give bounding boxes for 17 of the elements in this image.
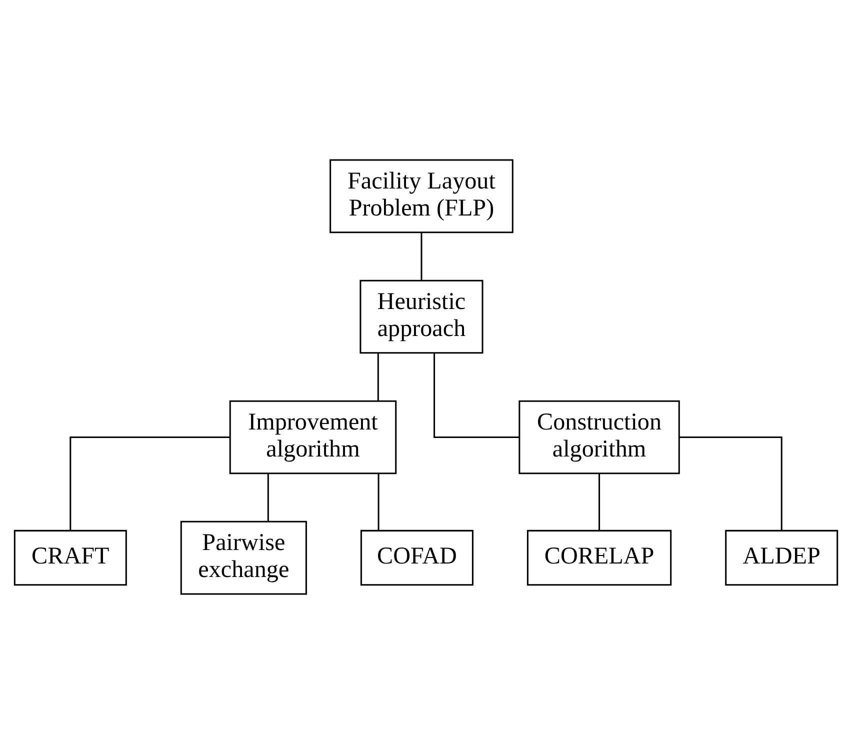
connector (70, 436, 230, 530)
node-box: CRAFT (14, 529, 127, 586)
node-box: Heuristic approach (360, 279, 484, 354)
node-box: COFAD (360, 529, 474, 586)
node-box: Improvement algorithm (229, 400, 397, 474)
connector (378, 472, 380, 530)
connector (598, 472, 600, 530)
connector (377, 352, 379, 400)
connector (434, 352, 520, 438)
node-box: Construction algorithm (518, 400, 680, 474)
connector (267, 472, 269, 521)
node-box: CORELAP (526, 529, 672, 586)
connector (679, 436, 782, 530)
node-box: ALDEP (725, 529, 838, 586)
node-box: Facility Layout Problem (FLP) (330, 158, 514, 233)
connector (420, 232, 422, 280)
node-box: Pairwise exchange (180, 520, 307, 594)
